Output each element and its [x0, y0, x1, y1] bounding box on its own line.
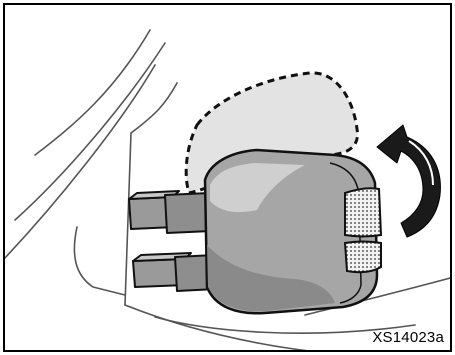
- lower-signal-lamp: [345, 242, 381, 273]
- figure-frame: XS14023a: [3, 3, 452, 352]
- curved-arrow-icon: [377, 125, 440, 237]
- figure-code-label: XS14023a: [372, 329, 444, 346]
- mirror-illustration: [5, 5, 452, 352]
- upper-signal-lamp: [345, 188, 381, 236]
- mirror-arms: [129, 191, 216, 291]
